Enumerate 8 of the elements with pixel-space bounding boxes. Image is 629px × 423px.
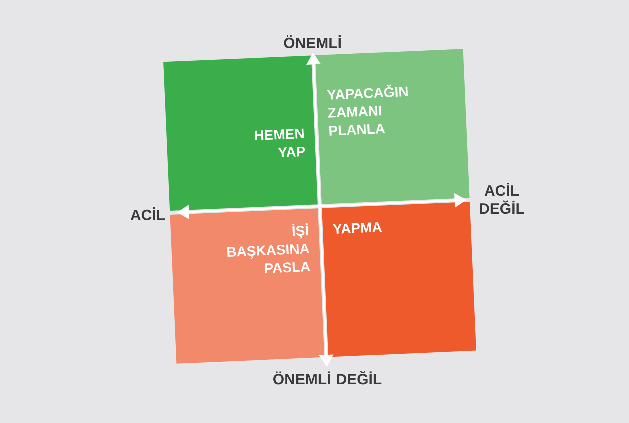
quadrant-box: HEMEN YAP [164, 56, 318, 212]
axis-label: ÖNEMLİ DEĞİL [274, 371, 382, 385]
axis-label: ACİL [130, 208, 166, 220]
axis-label: ACİL DEĞİL [480, 183, 524, 214]
axis-label: ÖNEMLİ [284, 36, 341, 48]
quadrant-box: İŞİ BAŞKASINA PASLA [170, 208, 325, 364]
quadrant-box: YAPACAĞIN ZAMANI PLANLA [315, 49, 470, 204]
quadrant-box: YAPMA [322, 202, 476, 358]
